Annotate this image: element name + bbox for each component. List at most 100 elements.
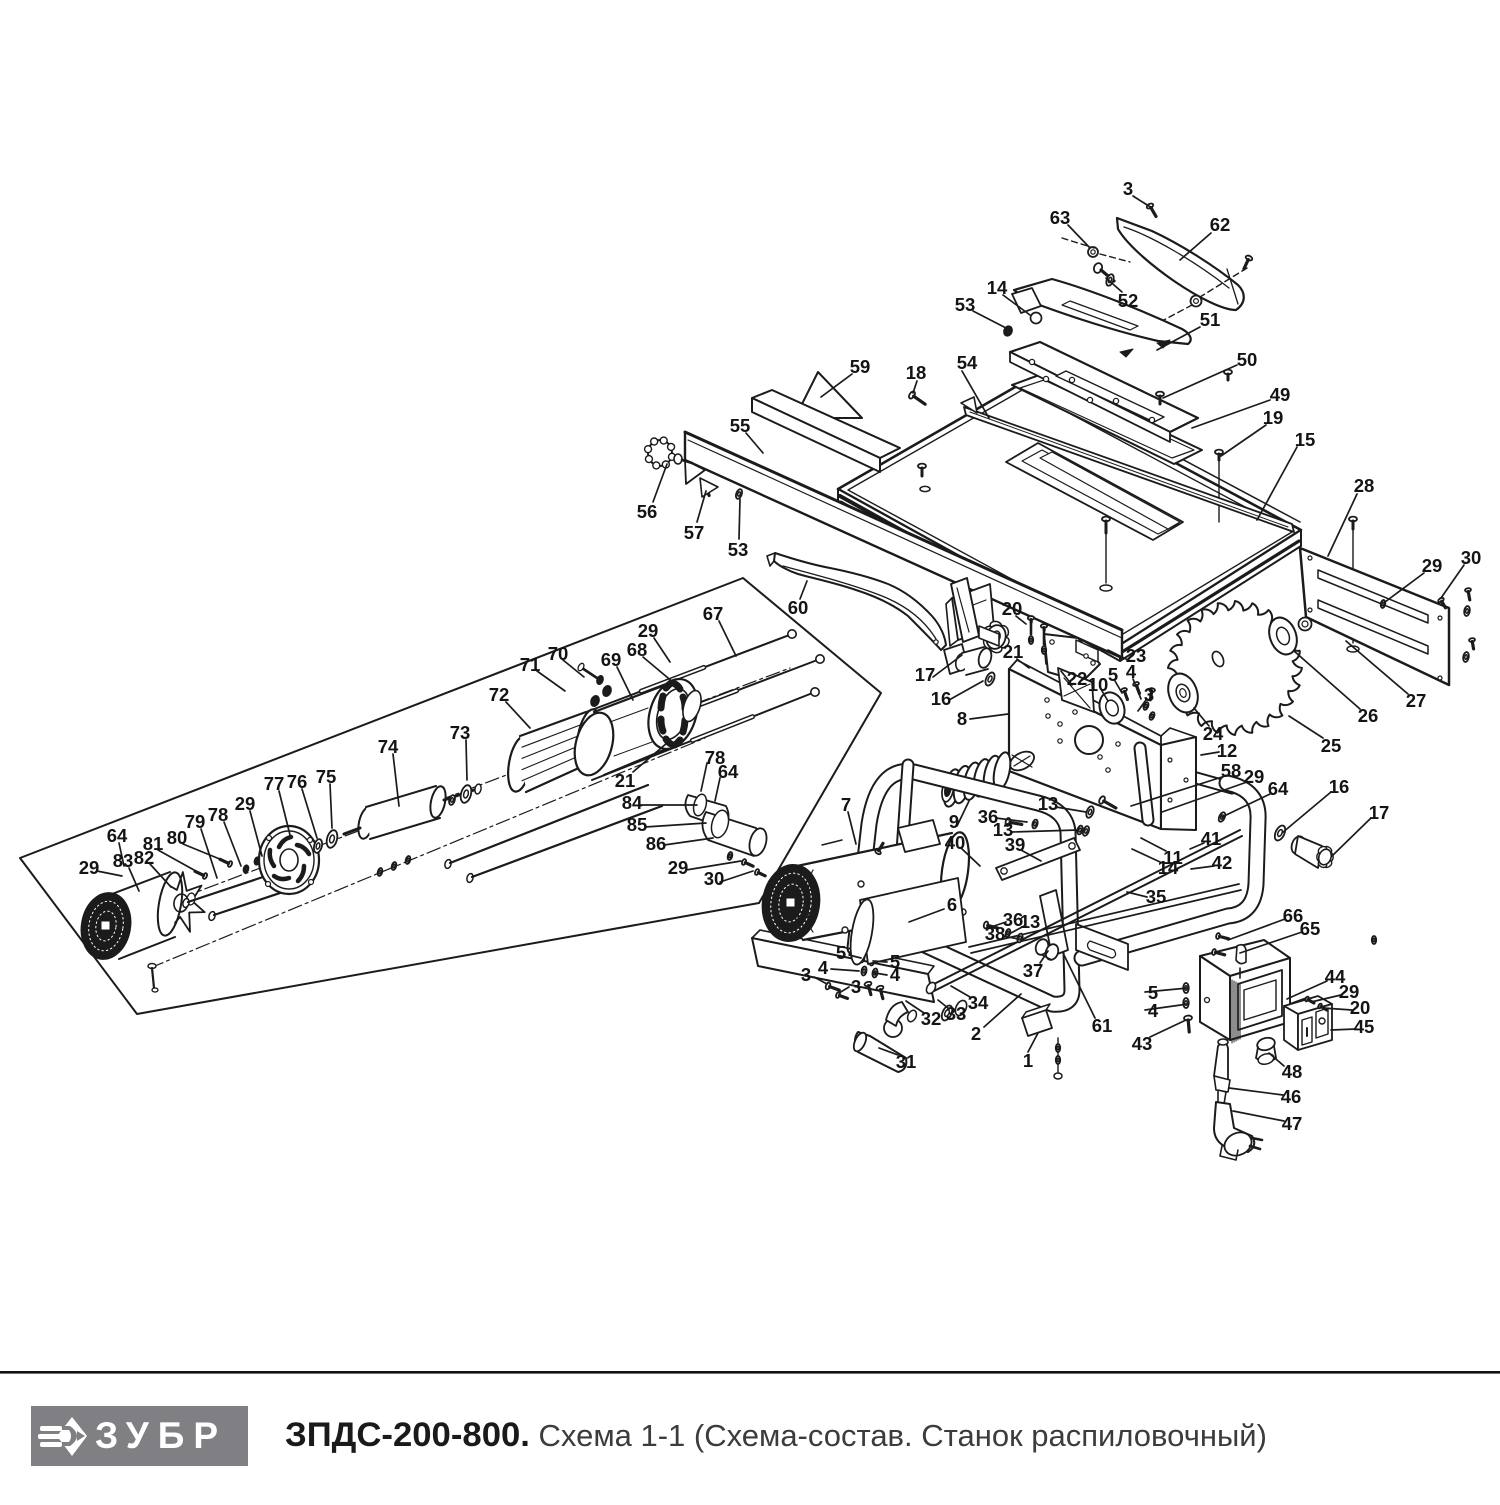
svg-text:1: 1 [1023, 1050, 1033, 1071]
svg-text:52: 52 [1118, 290, 1139, 311]
svg-text:75: 75 [316, 766, 337, 787]
svg-text:28: 28 [1354, 475, 1375, 496]
svg-text:64: 64 [1268, 778, 1289, 799]
svg-text:26: 26 [1358, 705, 1379, 726]
svg-text:40: 40 [945, 832, 966, 853]
svg-text:30: 30 [704, 868, 725, 889]
svg-text:9: 9 [949, 811, 959, 832]
svg-text:61: 61 [1092, 1015, 1113, 1036]
svg-text:25: 25 [1321, 735, 1342, 756]
svg-text:17: 17 [915, 664, 936, 685]
svg-text:46: 46 [1281, 1086, 1302, 1107]
svg-text:39: 39 [1005, 834, 1026, 855]
svg-text:30: 30 [1461, 547, 1482, 568]
svg-text:29: 29 [668, 857, 689, 878]
svg-text:ЗУБР: ЗУБР [95, 1415, 227, 1456]
svg-text:7: 7 [841, 794, 851, 815]
svg-text:82: 82 [134, 847, 155, 868]
svg-text:29: 29 [1422, 555, 1443, 576]
svg-text:38: 38 [985, 923, 1006, 944]
svg-text:68: 68 [627, 639, 648, 660]
svg-text:12: 12 [1217, 740, 1238, 761]
svg-text:42: 42 [1212, 852, 1233, 873]
svg-text:77: 77 [264, 773, 285, 794]
svg-text:22: 22 [1067, 668, 1088, 689]
svg-text:3: 3 [1144, 684, 1154, 705]
svg-text:85: 85 [627, 814, 648, 835]
svg-text:83: 83 [113, 850, 134, 871]
svg-text:21: 21 [1003, 641, 1024, 662]
svg-text:3: 3 [1123, 178, 1133, 199]
svg-text:80: 80 [167, 827, 188, 848]
svg-text:64: 64 [107, 825, 128, 846]
svg-text:76: 76 [287, 771, 308, 792]
svg-text:49: 49 [1270, 384, 1291, 405]
svg-text:53: 53 [728, 539, 749, 560]
svg-text:32: 32 [921, 1008, 942, 1029]
svg-text:17: 17 [1369, 802, 1390, 823]
svg-text:45: 45 [1354, 1016, 1375, 1037]
svg-text:14: 14 [987, 277, 1008, 298]
svg-text:64: 64 [718, 761, 739, 782]
svg-text:71: 71 [520, 654, 541, 675]
svg-text:74: 74 [378, 736, 399, 757]
svg-text:50: 50 [1237, 349, 1258, 370]
svg-text:41: 41 [1201, 828, 1222, 849]
svg-text:4: 4 [890, 964, 901, 985]
svg-text:53: 53 [955, 294, 976, 315]
svg-text:2: 2 [971, 1023, 981, 1044]
svg-text:60: 60 [788, 597, 809, 618]
svg-text:84: 84 [622, 792, 643, 813]
svg-text:3: 3 [801, 964, 811, 985]
svg-text:70: 70 [548, 643, 569, 664]
svg-text:35: 35 [1146, 886, 1167, 907]
svg-text:65: 65 [1300, 918, 1321, 939]
svg-text:37: 37 [1023, 960, 1044, 981]
svg-text:10: 10 [1088, 674, 1109, 695]
svg-text:14: 14 [1158, 857, 1179, 878]
svg-text:86: 86 [646, 833, 667, 854]
svg-text:4: 4 [818, 957, 829, 978]
svg-text:6: 6 [947, 894, 957, 915]
svg-text:59: 59 [850, 356, 871, 377]
svg-text:13: 13 [1038, 793, 1059, 814]
svg-text:73: 73 [450, 722, 471, 743]
svg-text:29: 29 [79, 857, 100, 878]
svg-text:8: 8 [957, 708, 967, 729]
svg-text:58: 58 [1221, 760, 1242, 781]
svg-text:43: 43 [1132, 1033, 1153, 1054]
svg-text:5: 5 [836, 942, 846, 963]
svg-text:51: 51 [1200, 309, 1221, 330]
svg-text:29: 29 [235, 793, 256, 814]
svg-text:55: 55 [730, 415, 751, 436]
svg-text:3: 3 [851, 976, 861, 997]
svg-text:29: 29 [638, 620, 659, 641]
svg-text:31: 31 [896, 1051, 917, 1072]
svg-text:20: 20 [1350, 997, 1371, 1018]
svg-text:4: 4 [1148, 1000, 1159, 1021]
svg-text:47: 47 [1282, 1113, 1303, 1134]
svg-text:34: 34 [968, 992, 989, 1013]
svg-text:69: 69 [601, 649, 622, 670]
svg-text:72: 72 [489, 684, 510, 705]
svg-text:79: 79 [185, 811, 206, 832]
svg-text:48: 48 [1282, 1061, 1303, 1082]
svg-text:19: 19 [1263, 407, 1284, 428]
svg-text:78: 78 [208, 804, 229, 825]
svg-text:33: 33 [946, 1003, 967, 1024]
svg-text:62: 62 [1210, 214, 1231, 235]
svg-text:13: 13 [1020, 911, 1041, 932]
svg-text:21: 21 [615, 770, 636, 791]
svg-text:67: 67 [703, 603, 724, 624]
svg-text:27: 27 [1406, 690, 1427, 711]
svg-text:16: 16 [931, 688, 952, 709]
svg-text:4: 4 [1126, 661, 1137, 682]
svg-text:20: 20 [1002, 598, 1023, 619]
svg-text:63: 63 [1050, 207, 1071, 228]
svg-text:ЗПДС-200-800. Схема 1-1 (Схема: ЗПДС-200-800. Схема 1-1 (Схема-состав. С… [285, 1416, 1267, 1454]
svg-text:56: 56 [637, 501, 658, 522]
svg-text:5: 5 [1108, 664, 1118, 685]
svg-text:16: 16 [1329, 776, 1350, 797]
svg-text:15: 15 [1295, 429, 1316, 450]
svg-text:18: 18 [906, 362, 927, 383]
